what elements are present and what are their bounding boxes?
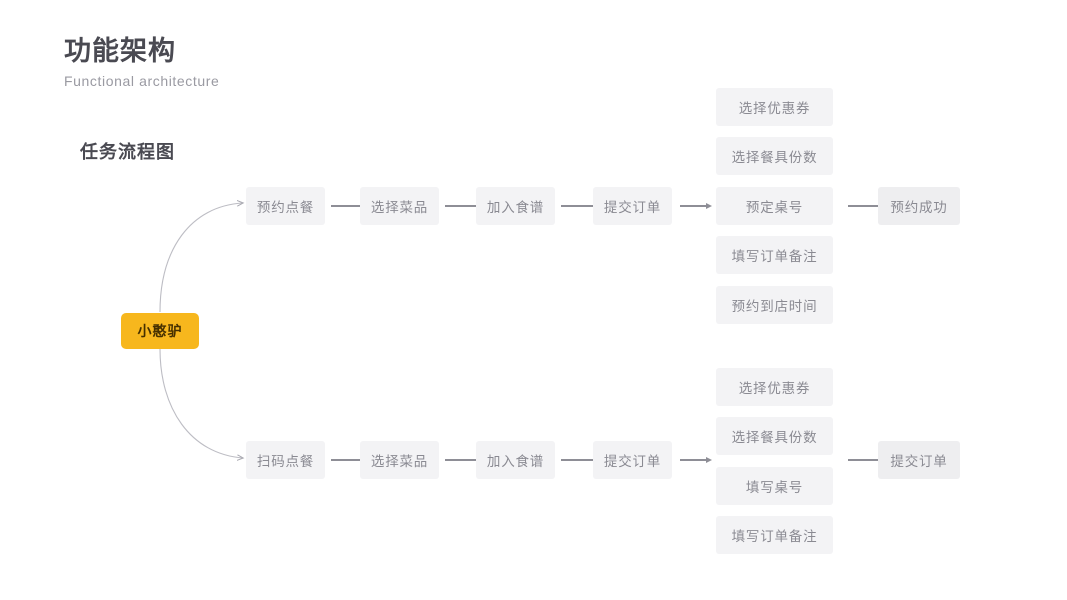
arrow-shaft [331, 459, 364, 461]
node-reservation-option-1[interactable]: 选择优惠券 [716, 88, 833, 126]
node-reservation-result[interactable]: 预约成功 [878, 187, 960, 225]
arrow-shaft [680, 205, 707, 207]
node-scan-option-1[interactable]: 选择优惠券 [716, 368, 833, 406]
arrow-shaft [680, 459, 707, 461]
section-title: 任务流程图 [80, 142, 175, 162]
node-reservation-option-5[interactable]: 预约到店时间 [716, 286, 833, 324]
node-scan-step-4[interactable]: 提交订单 [593, 441, 672, 479]
node-scan-option-3[interactable]: 填写桌号 [716, 467, 833, 505]
arrow-shaft [561, 205, 594, 207]
node-reservation-step-3[interactable]: 加入食谱 [476, 187, 555, 225]
arrow-head-icon [706, 457, 712, 463]
arrow-shaft [848, 459, 881, 461]
node-root[interactable]: 小憨驴 [121, 313, 199, 349]
node-reservation-step-4[interactable]: 提交订单 [593, 187, 672, 225]
arrow-shaft [848, 205, 881, 207]
node-reservation-option-2[interactable]: 选择餐具份数 [716, 137, 833, 175]
node-scan-step-3[interactable]: 加入食谱 [476, 441, 555, 479]
arrow-shaft [561, 459, 594, 461]
node-reservation-step-2[interactable]: 选择菜品 [360, 187, 439, 225]
node-scan-result[interactable]: 提交订单 [878, 441, 960, 479]
node-reservation-option-4[interactable]: 填写订单备注 [716, 236, 833, 274]
arrow-reservation-steps-to-options [680, 200, 712, 212]
node-reservation-step-1[interactable]: 预约点餐 [246, 187, 325, 225]
arrow-scan-steps-to-options [680, 454, 712, 466]
page-header: 功能架构 Functional architecture [64, 34, 219, 91]
edge-root-to-scan [159, 348, 243, 458]
node-scan-step-2[interactable]: 选择菜品 [360, 441, 439, 479]
arrow-shaft [331, 205, 364, 207]
page-title: 功能架构 [64, 36, 176, 66]
node-scan-option-4[interactable]: 填写订单备注 [716, 516, 833, 554]
arrow-shaft [445, 205, 478, 207]
node-scan-step-1[interactable]: 扫码点餐 [246, 441, 325, 479]
node-scan-option-2[interactable]: 选择餐具份数 [716, 417, 833, 455]
arrow-shaft [445, 459, 478, 461]
arrow-head-icon [706, 203, 712, 209]
page-subtitle: Functional architecture [64, 73, 220, 89]
edge-root-to-reservation [159, 203, 243, 313]
node-reservation-option-3[interactable]: 预定桌号 [716, 187, 833, 225]
